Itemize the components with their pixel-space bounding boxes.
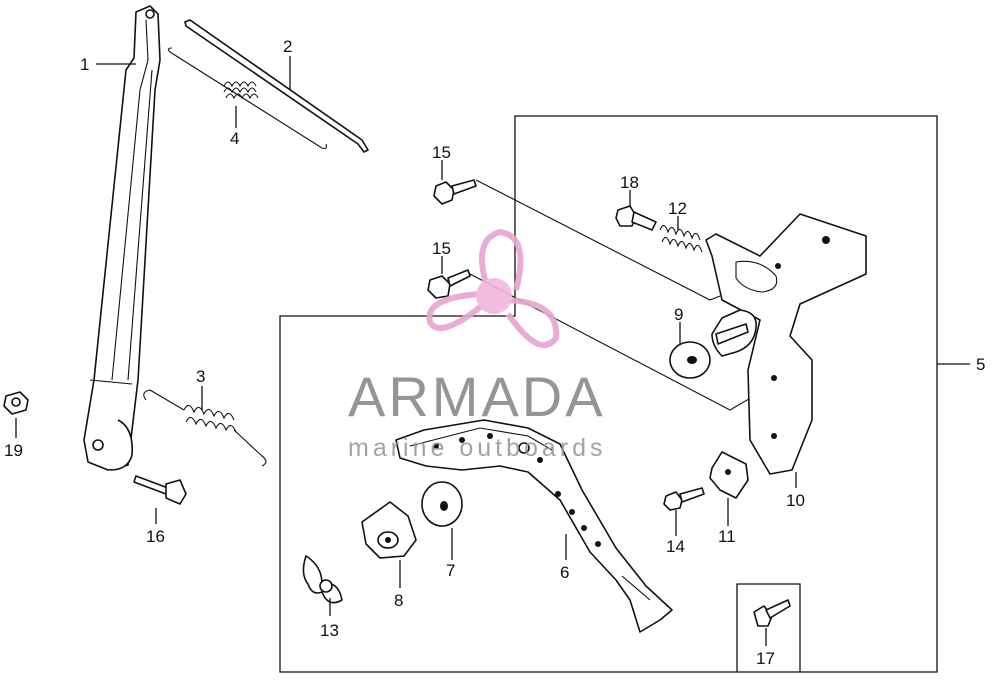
callout-12: 12	[668, 199, 687, 218]
callout-6: 6	[560, 563, 569, 582]
callout-16: 16	[146, 527, 165, 546]
callout-19: 19	[4, 441, 23, 460]
watermark-brand: ARMADA	[348, 365, 606, 428]
callout-13: 13	[320, 621, 339, 640]
assembly-frame-5	[279, 115, 970, 673]
screw-part-17	[753, 599, 791, 627]
armada-propeller-logo	[426, 228, 560, 349]
spring-part-3	[143, 389, 267, 467]
callout-15-lower: 15	[432, 239, 451, 258]
callout-17: 17	[756, 649, 775, 668]
leader-lines	[15, 56, 797, 646]
washer-part-9	[669, 341, 711, 379]
callout-7: 7	[446, 561, 455, 580]
callout-8: 8	[394, 591, 403, 610]
bolt-part-14	[663, 487, 705, 511]
bolt-part-18	[615, 205, 657, 231]
callout-1: 1	[80, 55, 89, 74]
plate-part-10	[705, 213, 867, 475]
spring-part-12	[659, 224, 703, 253]
callout-14: 14	[666, 537, 685, 556]
callout-10: 10	[786, 491, 805, 510]
rod-part-2	[167, 19, 369, 153]
clip-part-11	[709, 451, 749, 499]
callout-labels: 1 2 3 4 5 6 7 8 9 10 11 12 13 14 15 15 1…	[4, 37, 985, 668]
assembly-frame-17	[736, 583, 801, 672]
cam-part-8	[361, 501, 417, 559]
callout-15-upper: 15	[432, 143, 451, 162]
bolt-part-16	[133, 475, 187, 505]
washer-part-7	[421, 481, 463, 527]
callout-5: 5	[976, 355, 985, 374]
spring-part-4	[223, 81, 259, 100]
wingnut-part-13	[302, 555, 343, 604]
bolt-part-15-upper	[433, 179, 477, 205]
callout-11: 11	[718, 527, 736, 546]
lever-part-6	[395, 419, 673, 633]
watermark-tagline: marine outboards	[348, 434, 607, 462]
callout-3: 3	[196, 367, 205, 386]
callout-18: 18	[620, 173, 639, 192]
nut-part-19	[3, 391, 29, 415]
callout-9: 9	[674, 305, 683, 324]
callout-4: 4	[230, 129, 239, 148]
callout-2: 2	[283, 37, 292, 56]
arm-part-1	[83, 5, 161, 471]
bolt-part-15-lower	[427, 269, 471, 299]
armada-watermark: ARMADA marine outboards	[348, 228, 607, 462]
